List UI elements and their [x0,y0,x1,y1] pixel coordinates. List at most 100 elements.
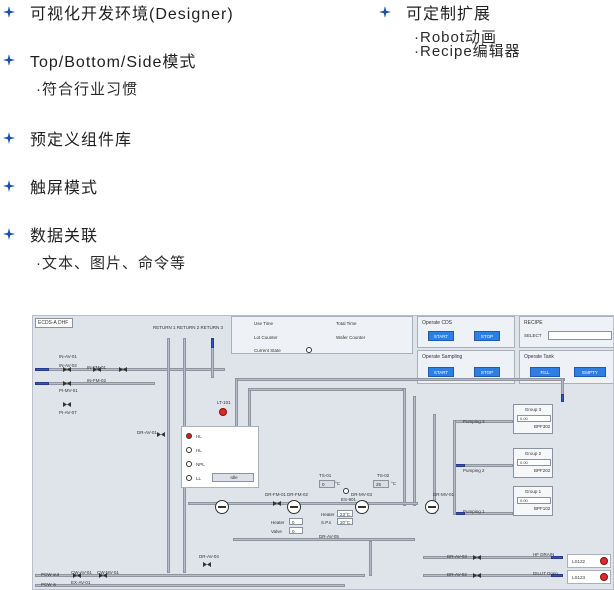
valve-icon[interactable] [203,562,211,567]
sparkle-icon [0,6,18,18]
valve-tag: PI-AV-07 [59,410,77,415]
valve-icon[interactable] [73,573,81,578]
recipe-panel: RECIPE SELECT [519,316,613,348]
pumping-label: Pumping 2 [463,468,485,473]
level-radio[interactable] [186,433,192,439]
alarm-box: LS123 [567,570,611,584]
feature-extensible: 可定制扩展 [376,0,606,24]
hmi-title: ECDS-A DHF [35,318,73,328]
sensor-tag: ES-901 [341,497,357,502]
recipe-select-field[interactable] [548,331,612,340]
pipe-flow [561,394,564,402]
setpoint-field[interactable]: 20°C [337,518,353,525]
pcw-out-label: PCW out [41,572,60,577]
group-box: Group 1 0.00 BPF102 [513,486,553,516]
valve-tag: DR-FM-02 [287,492,308,497]
cds-start-button[interactable]: START [428,331,454,341]
valve-tag: DR-MV-03 [351,492,373,497]
use-time-label: Use Time [254,321,274,326]
tank-fill-button[interactable]: FILL [530,367,560,377]
operate-cds-panel: Operate CDS START STOP [417,316,515,348]
tank-level-lamp [219,408,227,416]
temp-tag: TS-02 [377,473,390,478]
motor-label: Valve [271,529,282,534]
pipe [248,388,403,391]
feature-data-binding: 数据关联 [0,222,370,246]
pipe [235,378,238,428]
level-radio[interactable] [186,461,192,467]
alarm-tag: LS122 [572,559,586,564]
feature-sub: ·Robot动画 [414,29,498,46]
pipe [35,574,365,577]
pipe [413,396,416,506]
level-label: NPL [196,462,205,467]
sparkle-icon [0,228,18,240]
alarm-lamp [600,573,608,581]
pipe-flow [35,382,49,385]
valve-tag: DR-AV-03 [447,554,467,559]
valve-icon[interactable] [63,402,71,407]
valve-icon[interactable] [119,367,127,372]
valve-icon[interactable] [273,501,281,506]
pump-icon[interactable] [215,500,229,514]
level-label: HL [196,434,202,439]
tank-empty-button[interactable]: EMPTY [574,367,606,377]
info-panel: Use Time Total Time Lot Counter Wafer Co… [231,316,413,354]
recipe-select-label: SELECT [524,333,542,338]
feature-sub: ·Recipe编辑器 [414,43,521,60]
sampling-start-button[interactable]: START [428,367,454,377]
pumping-label: Pumping 3 [463,419,485,424]
heater-field: 23°C [337,510,353,517]
panel-title: RECIPE [524,320,543,326]
level-radio[interactable] [186,447,192,453]
group-value: 0.00 [517,459,551,466]
sparkle-icon [0,54,18,66]
wafer-counter-label: Wafer Counter [336,335,366,340]
sampling-stop-button[interactable]: STOP [474,367,500,377]
valve-icon[interactable] [93,367,101,372]
temp-tag: TS-01 [319,473,332,478]
group-title: Group 3 [524,407,542,412]
valve-icon[interactable] [473,555,481,560]
panel-title: Operate Sampling [422,354,463,360]
cds-stop-button[interactable]: STOP [474,331,500,341]
valve-icon[interactable] [63,381,71,386]
valve-tag: DR-AV-01 [137,430,157,435]
total-time-label: Total Time [336,321,357,326]
pipe [167,338,170,573]
valve-icon[interactable] [473,573,481,578]
pipe [235,378,565,381]
group-value: 0.00 [517,415,551,422]
valve-icon[interactable] [63,367,71,372]
feature-label: Top/Bottom/Side模式 [30,54,197,71]
hmi-screenshot: ECDS-A DHF RETURN 1 RETURN 2 RETURN 3 Us… [32,315,614,590]
valve-icon[interactable] [157,432,165,437]
temp-field: 0 [319,480,335,488]
motor-field: 0 [289,518,303,525]
group-tag: BPF202 [534,468,551,473]
setpoint-label: S.P.s [321,520,332,525]
pump-icon[interactable] [425,500,439,514]
alarm-lamp [600,557,608,565]
group-box: Group 2 0.00 BPF202 [513,448,553,478]
valve-tag: IN-AV-01 [59,354,77,359]
alarm-tag: LS123 [572,575,586,580]
valve-tag: DR-FM-01 [265,492,286,497]
pump-icon[interactable] [287,500,301,514]
valve-icon[interactable] [99,573,107,578]
tank-state-button[interactable]: Idle [212,473,254,482]
valve-tag: CW-AV-01 [71,570,92,575]
alarm-box: LS122 [567,554,611,568]
level-radio[interactable] [186,475,192,481]
feature-label: 触屏模式 [30,180,99,197]
feature-sub: ·文本、图片、命令等 [36,255,186,272]
feature-touch: 触屏模式 [0,174,370,198]
valve-tag: DR-AV-02 [447,572,467,577]
heat-exchanger-icon[interactable] [355,500,369,514]
group-title: Group 2 [524,451,542,456]
panel-title: Operate Tank [524,354,554,360]
heater-label: Heater [321,512,335,517]
tank-tag: LT-101 [217,400,231,405]
valve-tag: IN-FM-02 [87,378,106,383]
valve-tag: IN-AV-02 [59,363,77,368]
